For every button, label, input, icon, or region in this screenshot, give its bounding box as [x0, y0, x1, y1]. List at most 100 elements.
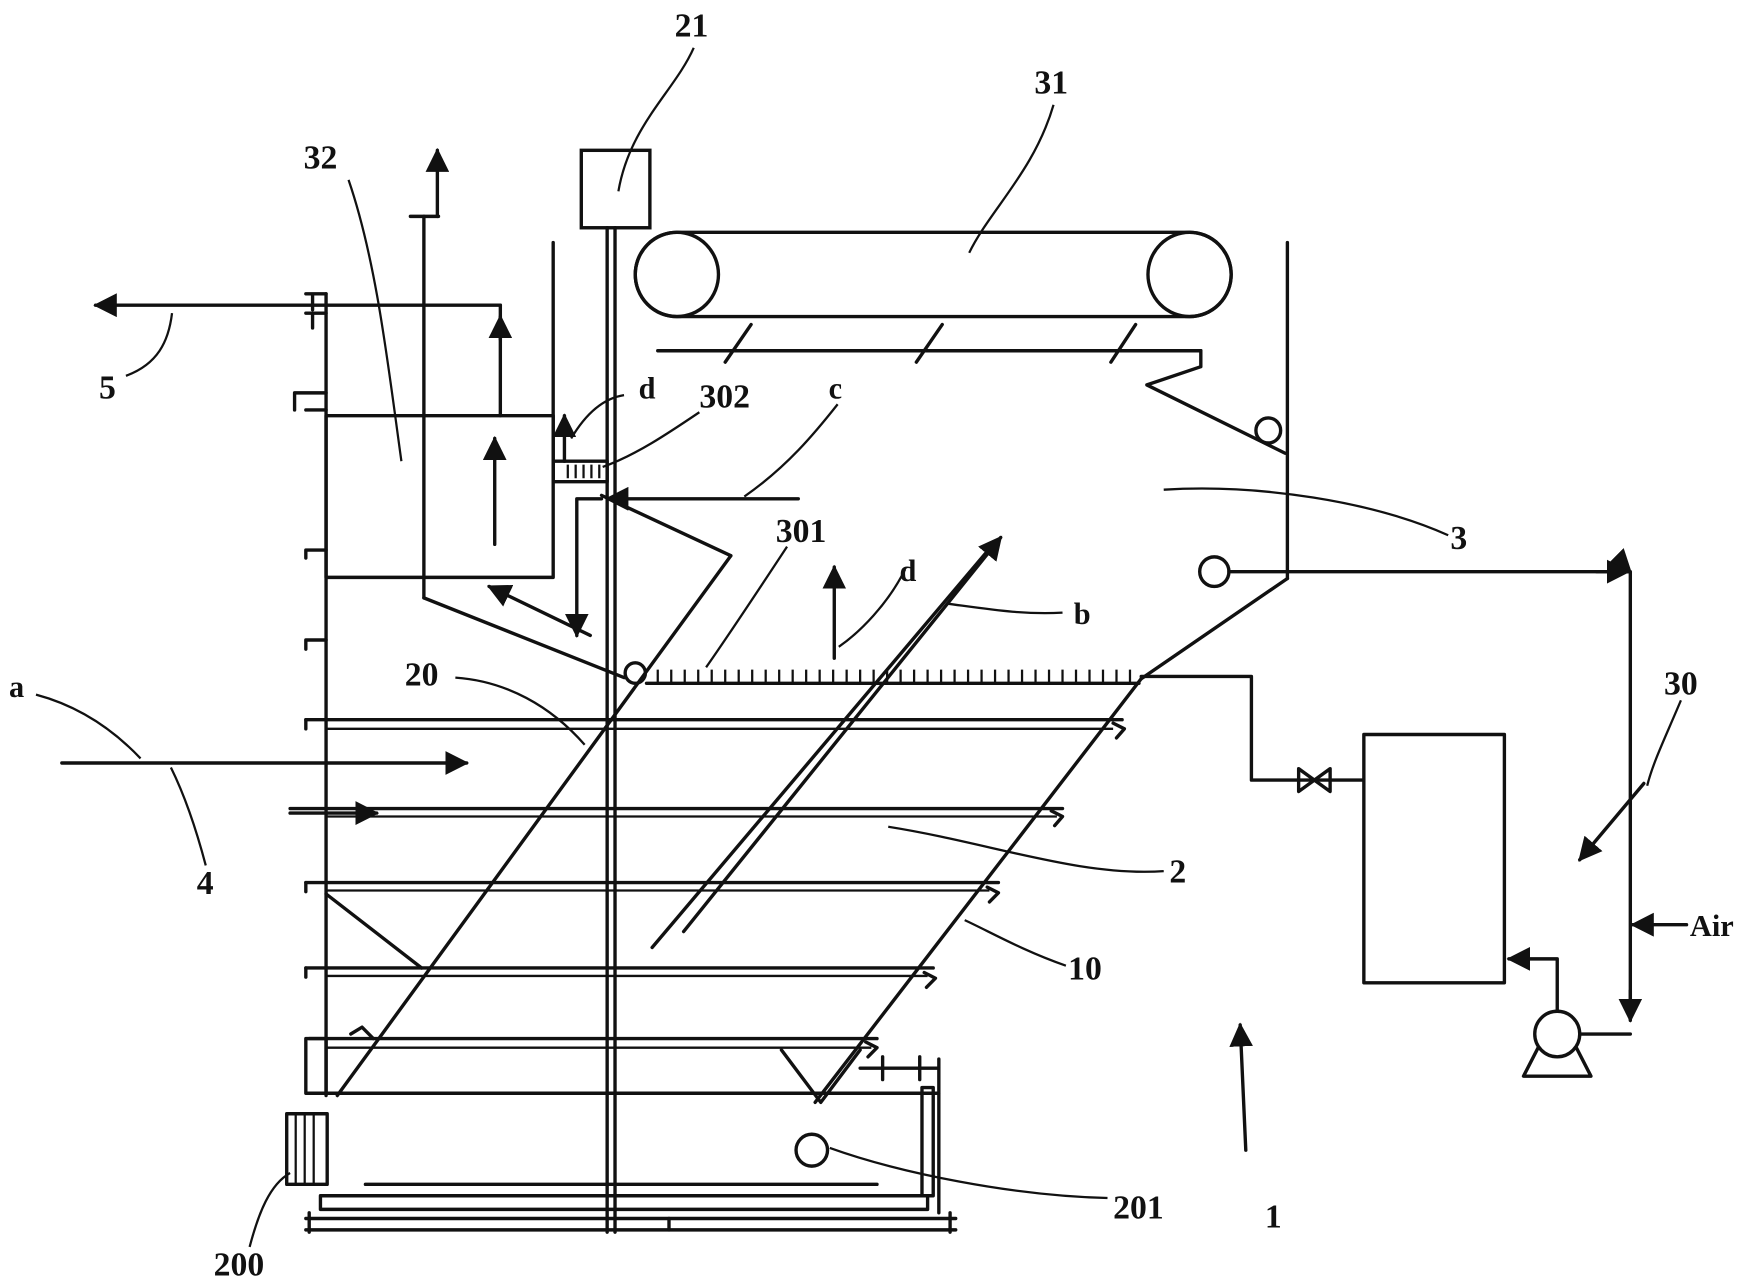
label-31: 31: [1034, 64, 1068, 101]
label-3: 3: [1450, 520, 1467, 557]
leader-3: [1163, 487, 1449, 537]
leader-a: [35, 693, 142, 760]
b-flow-arrow: [681, 535, 1003, 934]
tank-bottom-funnel-right: [1139, 576, 1290, 681]
saturation-tank: [1362, 732, 1507, 985]
leader-21: [617, 47, 695, 192]
lower-cone: [779, 1048, 862, 1105]
leader-2: [888, 825, 1164, 873]
recycle-pump: [1533, 1009, 1582, 1059]
scraper-belt: [633, 230, 1233, 319]
diffuser-301-group: [623, 564, 1141, 685]
base-tray: [318, 1194, 930, 1212]
scraper-blade-2: [914, 322, 944, 364]
label-200: 200: [214, 1246, 265, 1280]
tab-3: [304, 548, 328, 560]
base-feet: [307, 1211, 952, 1234]
label-1: 1: [1265, 1198, 1282, 1235]
leader-lines: [35, 47, 1682, 1248]
recycle-outlet: [1198, 555, 1231, 589]
plate-3-hook: [985, 885, 1001, 904]
label-2: 2: [1169, 853, 1186, 890]
inclined-channel-20: [335, 554, 733, 1098]
drive-assembly: [579, 148, 652, 1234]
plate-3-left-bracket: [324, 892, 424, 970]
label-d-upper: d: [639, 371, 656, 405]
pump-base: [1521, 1045, 1593, 1078]
air-saturation-system: [1139, 547, 1689, 1152]
leader-302: [602, 411, 700, 468]
diffuser-301-inlet: [623, 661, 648, 685]
release-valve: [1296, 766, 1332, 794]
horizontal-plates: [288, 718, 1127, 1105]
scraper-blade-3: [1109, 322, 1138, 364]
motor-200: [285, 1112, 329, 1187]
scum-roller: [1254, 416, 1283, 445]
base-valve-pipe: [858, 1055, 941, 1082]
leader-30: [1646, 699, 1682, 787]
plate-1-hook: [1111, 721, 1127, 740]
leader-5: [125, 313, 174, 377]
leader-31: [968, 104, 1055, 254]
leader-10: [964, 919, 1067, 967]
label-b: b: [1074, 597, 1091, 631]
scraper-left-pulley: [633, 230, 721, 319]
scraper-blade-1: [723, 322, 753, 364]
leader-c: [743, 403, 839, 498]
label-10: 10: [1068, 950, 1102, 987]
label-21: 21: [675, 7, 709, 44]
label-air: Air: [1690, 909, 1734, 943]
leader-d-upper: [570, 394, 625, 440]
label-5: 5: [99, 369, 116, 406]
belt-scraper: [633, 230, 1287, 455]
port-201: [794, 1132, 830, 1168]
label-d-lower: d: [899, 554, 916, 588]
separator-step: [551, 459, 609, 484]
system-1-arrow: [1229, 1022, 1253, 1152]
tab-4: [304, 638, 328, 651]
saturation-outlet-line: [1139, 674, 1366, 782]
label-4: 4: [197, 865, 214, 902]
leader-200: [248, 1171, 291, 1248]
leader-d-lower: [838, 568, 907, 648]
label-c: c: [829, 371, 842, 405]
tank-base: [285, 1025, 958, 1234]
diffuser-301-teeth: [656, 669, 1132, 684]
diffuser-302: [566, 464, 601, 479]
tab-2: [292, 391, 328, 412]
leader-301: [705, 545, 788, 668]
plate-2-hook: [1049, 809, 1065, 828]
tab-1: [304, 292, 328, 330]
label-301: 301: [776, 513, 827, 550]
base-frame: [304, 1036, 328, 1095]
channel-b-line: [650, 540, 997, 950]
separation-chamber: [93, 147, 800, 680]
motor-200-fins: [294, 1113, 315, 1185]
return-down-arrow: [564, 497, 604, 638]
leader-b: [946, 602, 1063, 615]
separator-box: [324, 413, 555, 580]
scum-ramp: [1145, 349, 1287, 455]
plate-4-hook: [922, 970, 938, 990]
label-302: 302: [699, 379, 750, 416]
leader-201: [829, 1146, 1108, 1200]
label-30: 30: [1664, 665, 1698, 702]
leader-20: [455, 676, 586, 746]
label-201: 201: [1113, 1189, 1164, 1226]
left-wall-tabs: [292, 292, 328, 979]
baffle-vee: [599, 493, 733, 558]
leader-4: [169, 767, 207, 866]
recycle-line: [1227, 547, 1633, 1021]
base-left-hook: [349, 1025, 375, 1041]
leader-32: [347, 179, 403, 462]
plate-5-hook: [864, 1040, 879, 1059]
base-right-flange: [920, 1085, 935, 1198]
pump-to-tank: [1506, 946, 1559, 1013]
reference-labels: 21 31 32 5 d 302 c 3 301 d b 20 a 30 2 4…: [9, 7, 1734, 1280]
label-20: 20: [405, 656, 439, 693]
label-32: 32: [304, 139, 338, 176]
drive-motor-box: [579, 148, 652, 230]
separator-hopper-left: [422, 596, 626, 680]
system-30-arrow: [1578, 781, 1646, 862]
